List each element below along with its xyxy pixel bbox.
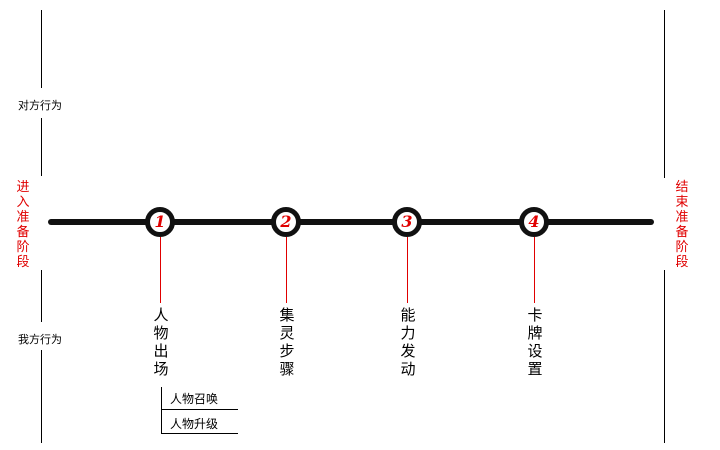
left-boundary-mid-lower: [41, 270, 42, 322]
sub-step-2-underline: [161, 433, 238, 434]
sub-step-1: 人物召唤: [170, 392, 219, 406]
sub-step-1-underline: [161, 409, 238, 410]
step-number-1: 1: [154, 212, 166, 231]
step-number-2: 2: [280, 212, 292, 231]
my-action-label: 我方行为: [18, 333, 62, 346]
step-label-2: 集灵步骤: [279, 306, 295, 378]
sub-steps-bracket: [161, 387, 162, 434]
step-stem-2: [286, 237, 287, 303]
left-boundary-bottom: [41, 350, 42, 443]
step-label-1: 人物出场: [153, 306, 169, 378]
sub-step-2: 人物升级: [170, 417, 219, 431]
step-label-4: 卡牌设置: [527, 306, 543, 378]
right-boundary-bottom: [664, 270, 665, 443]
end-prep-phase-label: 结束准备阶段: [675, 180, 689, 270]
enter-prep-phase-label: 进入准备阶段: [16, 180, 30, 270]
step-node-3: 3: [392, 207, 422, 237]
step-number-3: 3: [401, 212, 413, 231]
step-stem-1: [160, 237, 161, 303]
right-boundary-top: [664, 10, 665, 178]
step-label-3: 能力发动: [400, 306, 416, 378]
step-node-1: 1: [145, 207, 175, 237]
opponent-action-label: 对方行为: [18, 99, 62, 112]
timeline-bar: [48, 219, 654, 225]
left-boundary-top: [41, 10, 42, 88]
step-node-4: 4: [519, 207, 549, 237]
step-stem-4: [534, 237, 535, 303]
step-number-4: 4: [528, 212, 540, 231]
step-stem-3: [407, 237, 408, 303]
left-boundary-mid-upper: [41, 118, 42, 176]
step-node-2: 2: [271, 207, 301, 237]
